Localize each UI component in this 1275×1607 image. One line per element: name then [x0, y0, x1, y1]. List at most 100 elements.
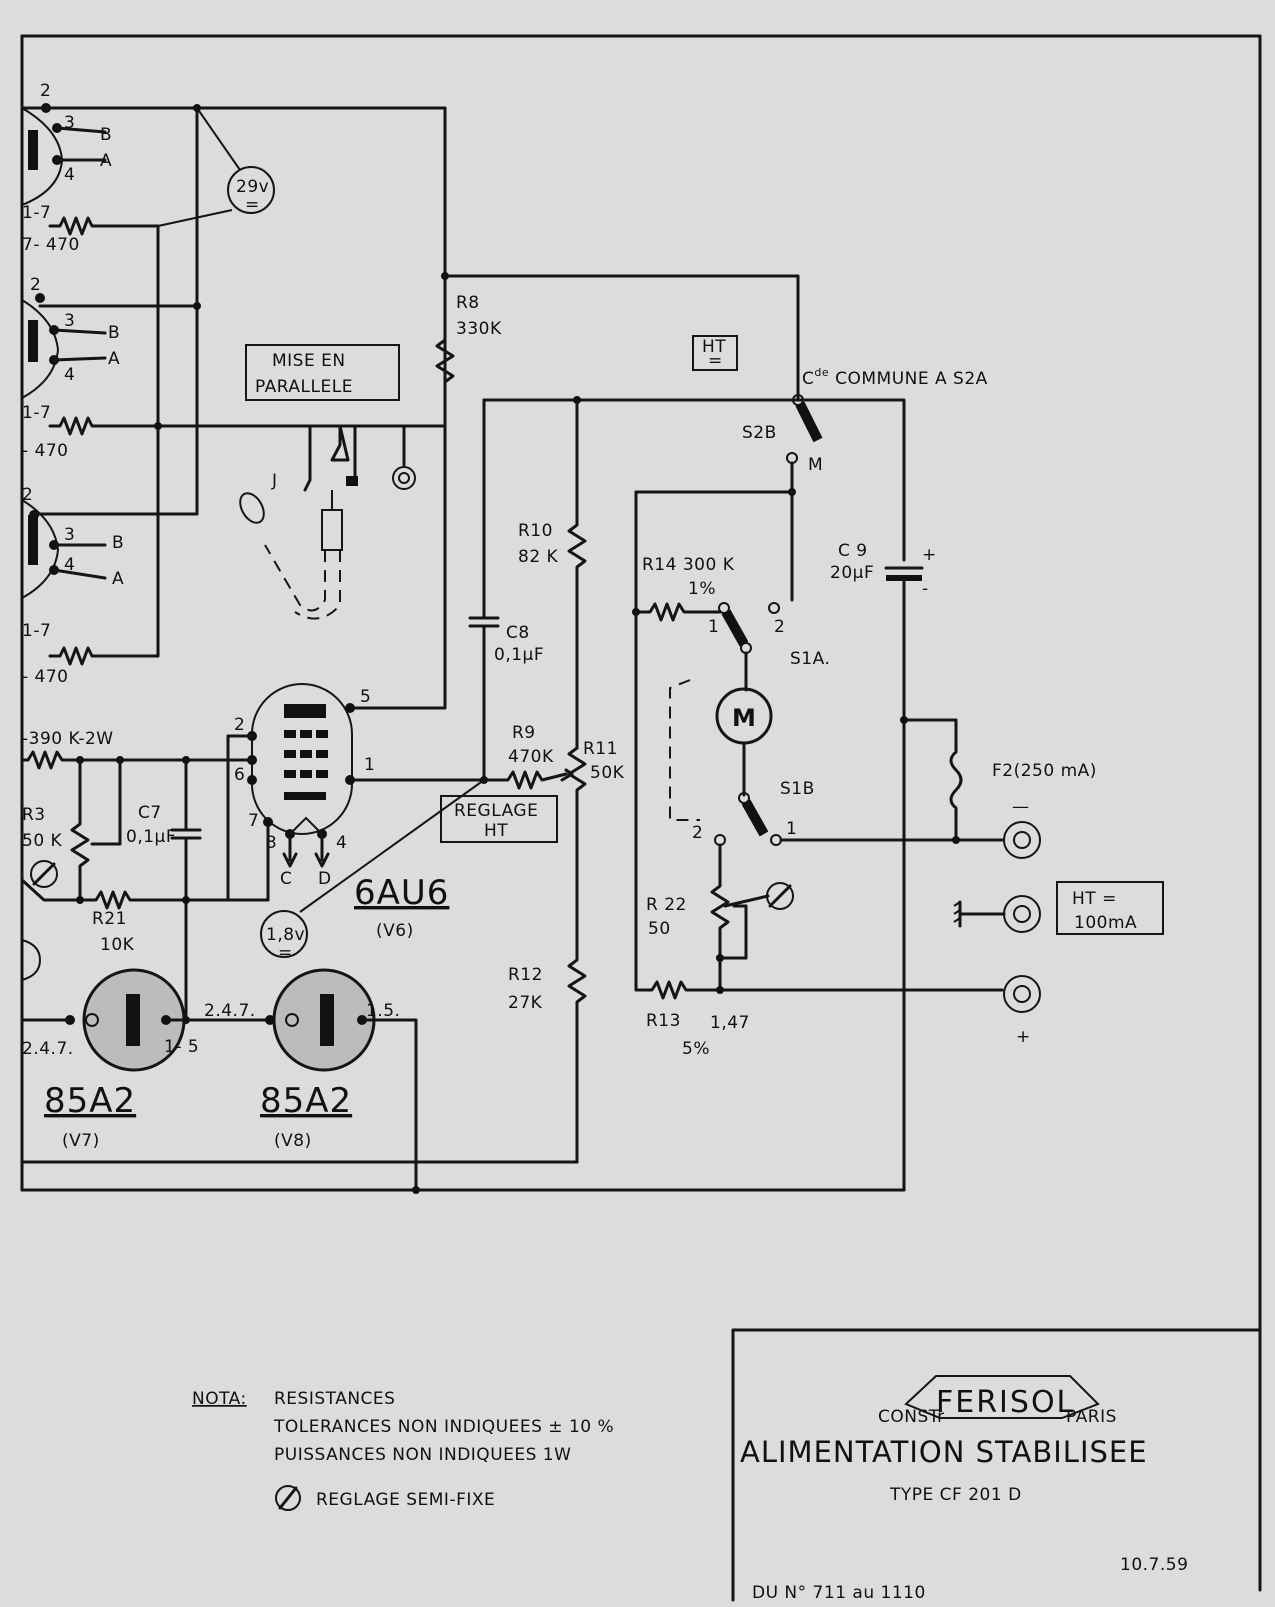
resistor-r9: R9 470K: [368, 723, 568, 790]
r3-value: 50 K: [22, 831, 63, 851]
tube-v6: 2 6 7 5 1 3 4 C D 6AU6 (V6): [234, 683, 449, 941]
r14-tol: 1%: [688, 579, 716, 599]
tube-mid-out-b: B: [108, 323, 120, 343]
ht-line-wire: [443, 274, 800, 402]
nota-label: NOTA:: [192, 1389, 247, 1409]
s1b-pos1: 1: [786, 819, 797, 839]
tube-top-out-a: A: [100, 151, 112, 171]
v7-pins-left: 2.4.7.: [22, 1039, 74, 1059]
r11-name: R11: [583, 739, 618, 759]
switch-s2b: S2B M: [742, 394, 823, 475]
potentiometer-r11: R11 50K: [560, 739, 625, 802]
resistor-r8: R8 330K: [435, 106, 502, 428]
drawing-date: 10.7.59: [1120, 1555, 1188, 1575]
r10-value: 82 K: [518, 547, 559, 567]
tube-low-res-pins: 1-7: [22, 621, 51, 641]
r8-name: R8: [456, 293, 480, 313]
serial-range: DU N° 711 au 1110: [752, 1583, 926, 1602]
v7-type: 85A2: [44, 1081, 136, 1121]
s1a-pos1: 1: [708, 617, 719, 637]
resistor-r12: R12 27K: [508, 798, 587, 1164]
potentiometer-r3: R3 50 K: [22, 758, 122, 902]
fuse-f2: F2(250 mA): [900, 716, 1097, 842]
meter-29v: 29v =: [157, 107, 275, 227]
motor: M: [669, 651, 773, 821]
c8-name: C8: [506, 623, 530, 643]
tube-top-pin4: 4: [64, 165, 75, 185]
c9-minus: -: [922, 579, 929, 599]
c9-value: 20µF: [830, 563, 874, 583]
reglage-line2: HT: [484, 821, 508, 841]
r22-name: R 22: [646, 895, 687, 915]
tube-top-cathode: [28, 130, 38, 170]
nota-line1: RESISTANCES: [274, 1389, 395, 1409]
v7-pins-right: 1- 5: [164, 1037, 199, 1057]
v6-out-c: C: [280, 869, 292, 889]
tube-mid-pin4: 4: [64, 365, 75, 385]
nota-block: NOTA: RESISTANCES TOLERANCES NON INDIQUE…: [192, 1389, 614, 1511]
v8-pins-left: 2.4.7.: [204, 1001, 256, 1021]
document-type: TYPE CF 201 D: [889, 1485, 1022, 1505]
reglage-pointer: [299, 779, 485, 913]
tube-mid-pin3: 3: [64, 311, 75, 331]
terminal-plus: +: [1003, 975, 1041, 1047]
nota-line4: REGLAGE SEMI-FIXE: [316, 1490, 495, 1510]
terminal-minus-label: —: [1012, 797, 1030, 817]
top-bus-wire: [20, 106, 447, 428]
v6-pin6: 6: [234, 765, 245, 785]
tube-mid-out-a: A: [108, 349, 120, 369]
c8-value: 0,1µF: [494, 645, 544, 665]
meter-18v-value: 1,8v: [266, 925, 305, 945]
r21-value: 10K: [100, 935, 135, 955]
document-title: ALIMENTATION STABILISEE: [740, 1435, 1148, 1469]
v6-pin3: 3: [266, 833, 277, 853]
tube-low-pin2: 2: [22, 485, 33, 505]
tube-low-pin4: 4: [64, 555, 75, 575]
parallel-box: MISE EN PARALLELE: [245, 344, 400, 401]
nota-line3: PUISSANCES NON INDIQUEES 1W: [274, 1445, 571, 1465]
title-block-frame: [731, 1328, 1260, 1602]
v8-ref: (V8): [274, 1131, 312, 1151]
v8-type: 85A2: [260, 1081, 352, 1121]
meter-18v-symbol: =: [278, 943, 293, 963]
r13-value: 1,47: [710, 1013, 750, 1033]
jack-label: J: [271, 471, 278, 491]
c7-name: C7: [138, 803, 162, 823]
r13-tol: 5%: [682, 1039, 710, 1059]
s1a-name: S1A.: [790, 649, 830, 669]
r9-value: 470K: [508, 747, 554, 767]
f2-label: F2(250 mA): [992, 761, 1097, 781]
reglage-line1: REGLAGE: [454, 801, 538, 821]
tube-top-res-value: 7- 470: [22, 235, 80, 255]
meter-29v-symbol: =: [245, 195, 260, 215]
capacitor-c7: C7 0,1µF: [126, 758, 202, 1022]
ht-box-line1: HT: [702, 337, 726, 357]
terminal-plus-label: +: [1016, 1027, 1031, 1047]
v6-type: 6AU6: [354, 873, 449, 913]
v6-ref: (V6): [376, 921, 414, 941]
r11-value: 50K: [590, 763, 625, 783]
ht-box-line2: =: [708, 351, 723, 371]
v6-pin4: 4: [336, 833, 347, 853]
r22-value: 50: [648, 919, 671, 939]
resistor-r14: R14 300 K 1%: [632, 555, 734, 622]
tube-top-out-b: B: [100, 125, 112, 145]
s2b-pos-m: M: [808, 455, 823, 475]
r12-name: R12: [508, 965, 543, 985]
r13-name: R13: [646, 1011, 681, 1031]
potentiometer-r22: R 22 50: [646, 843, 794, 992]
tube-top-group: 2 3 4 B A 1-7 7- 470: [21, 81, 160, 650]
terminal-ground: [953, 895, 1041, 933]
motor-label: M: [732, 704, 756, 732]
tube-v7: 2.4.7. 1- 5 85A2 (V7): [20, 968, 272, 1151]
r8-value: 330K: [456, 319, 502, 339]
tube-low-cathode: [28, 515, 38, 565]
v6-pin5: 5: [360, 687, 371, 707]
tube-mid-res-value: - 470: [22, 441, 69, 461]
jack-j: J: [239, 424, 416, 620]
tube-mid-envelope: [21, 299, 60, 399]
resistor-r21: R21 10K: [20, 878, 270, 955]
tube-mid-pin2: 2: [30, 275, 41, 295]
